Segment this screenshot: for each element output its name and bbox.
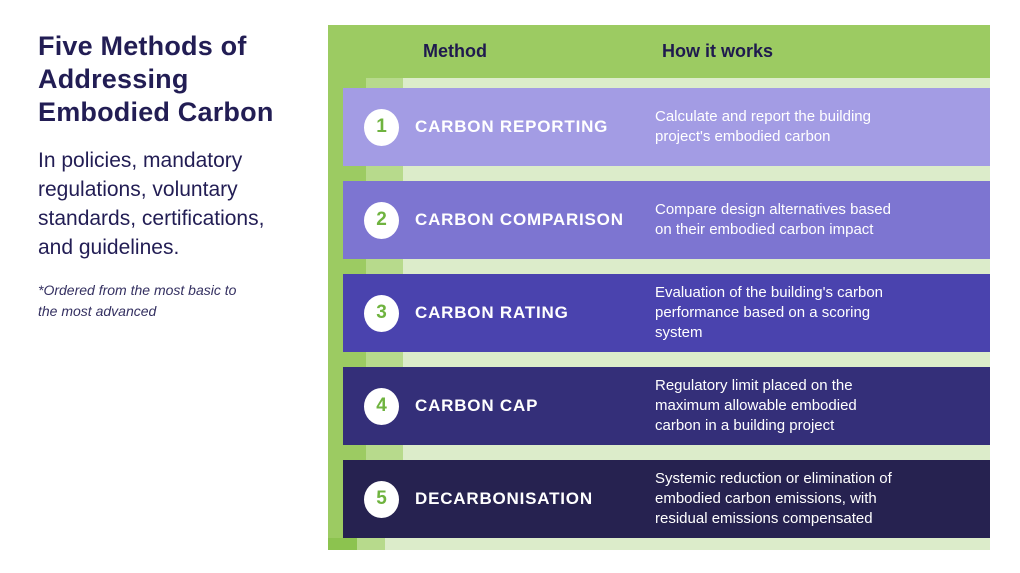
method-description: Compare design alternatives based on the… [655,201,891,238]
stripe-segment [403,259,990,274]
stripe-segment [403,352,990,367]
stripe-segment [366,352,403,367]
stripe-segment [366,78,403,88]
method-description: Regulatory limit placed on the maximum a… [655,377,857,434]
ordering-note: *Ordered from the most basic to the most… [38,281,237,319]
method-description: Calculate and report the building projec… [655,108,871,145]
step-number-badge: 3 [364,294,399,332]
separator-stripe [328,166,990,181]
stripe-segment [403,166,990,181]
page-title: Five Methods of Addressing Embodied Carb… [38,31,274,127]
stripe-segment [328,445,366,460]
stripe-segment [328,259,366,274]
method-row-carbon-rating: 3 CARBON RATING Evaluation of the buildi… [343,274,990,352]
step-number-badge: 4 [364,387,399,425]
separator-stripe [328,352,990,367]
step-number: 1 [376,116,387,137]
method-name: CARBON COMPARISON [415,210,624,229]
step-number-badge: 5 [364,480,399,518]
stripe-segment [328,352,366,367]
method-name: CARBON RATING [415,303,569,322]
step-number: 4 [376,395,387,416]
step-number-badge: 1 [364,108,399,146]
method-description: Evaluation of the building's carbon perf… [655,284,884,341]
method-row-carbon-cap: 4 CARBON CAP Regulatory limit placed on … [343,367,990,445]
stripe-segment [328,166,366,181]
stripe-segment [403,78,990,88]
method-row-carbon-reporting: 1 CARBON REPORTING Calculate and report … [343,88,990,166]
stripe-segment [403,445,990,460]
separator-stripe [328,445,990,460]
method-name: CARBON CAP [415,396,539,415]
separator-stripe [328,78,990,88]
stripe-segment [357,538,385,550]
methods-table-panel: Method How it works 1 CARBON REPORTING C… [328,25,990,550]
method-description: Systemic reduction or elimination of emb… [655,470,892,527]
stripe-segment [328,538,357,550]
method-name: DECARBONISATION [415,489,593,508]
method-row-carbon-comparison: 2 CARBON COMPARISON Compare design alter… [343,181,990,259]
stripe-segment [328,78,366,88]
method-row-decarbonisation: 5 DECARBONISATION Systemic reduction or … [343,460,990,538]
stripe-segment [366,445,403,460]
table-header: Method How it works [328,25,990,78]
step-number: 5 [376,488,387,509]
column-header-method: Method [423,41,487,61]
column-header-how-it-works: How it works [662,41,774,61]
method-name: CARBON REPORTING [415,117,609,136]
step-number-badge: 2 [364,201,399,239]
panel-bottom-band [328,538,990,550]
page-subtitle: In policies, mandatory regulations, volu… [38,148,265,259]
intro-panel: Five Methods of Addressing Embodied Carb… [38,30,314,322]
step-number: 2 [376,209,387,230]
stripe-segment [385,538,990,550]
stripe-segment [366,166,403,181]
separator-stripe [328,259,990,274]
stripe-segment [366,259,403,274]
step-number: 3 [376,302,387,323]
